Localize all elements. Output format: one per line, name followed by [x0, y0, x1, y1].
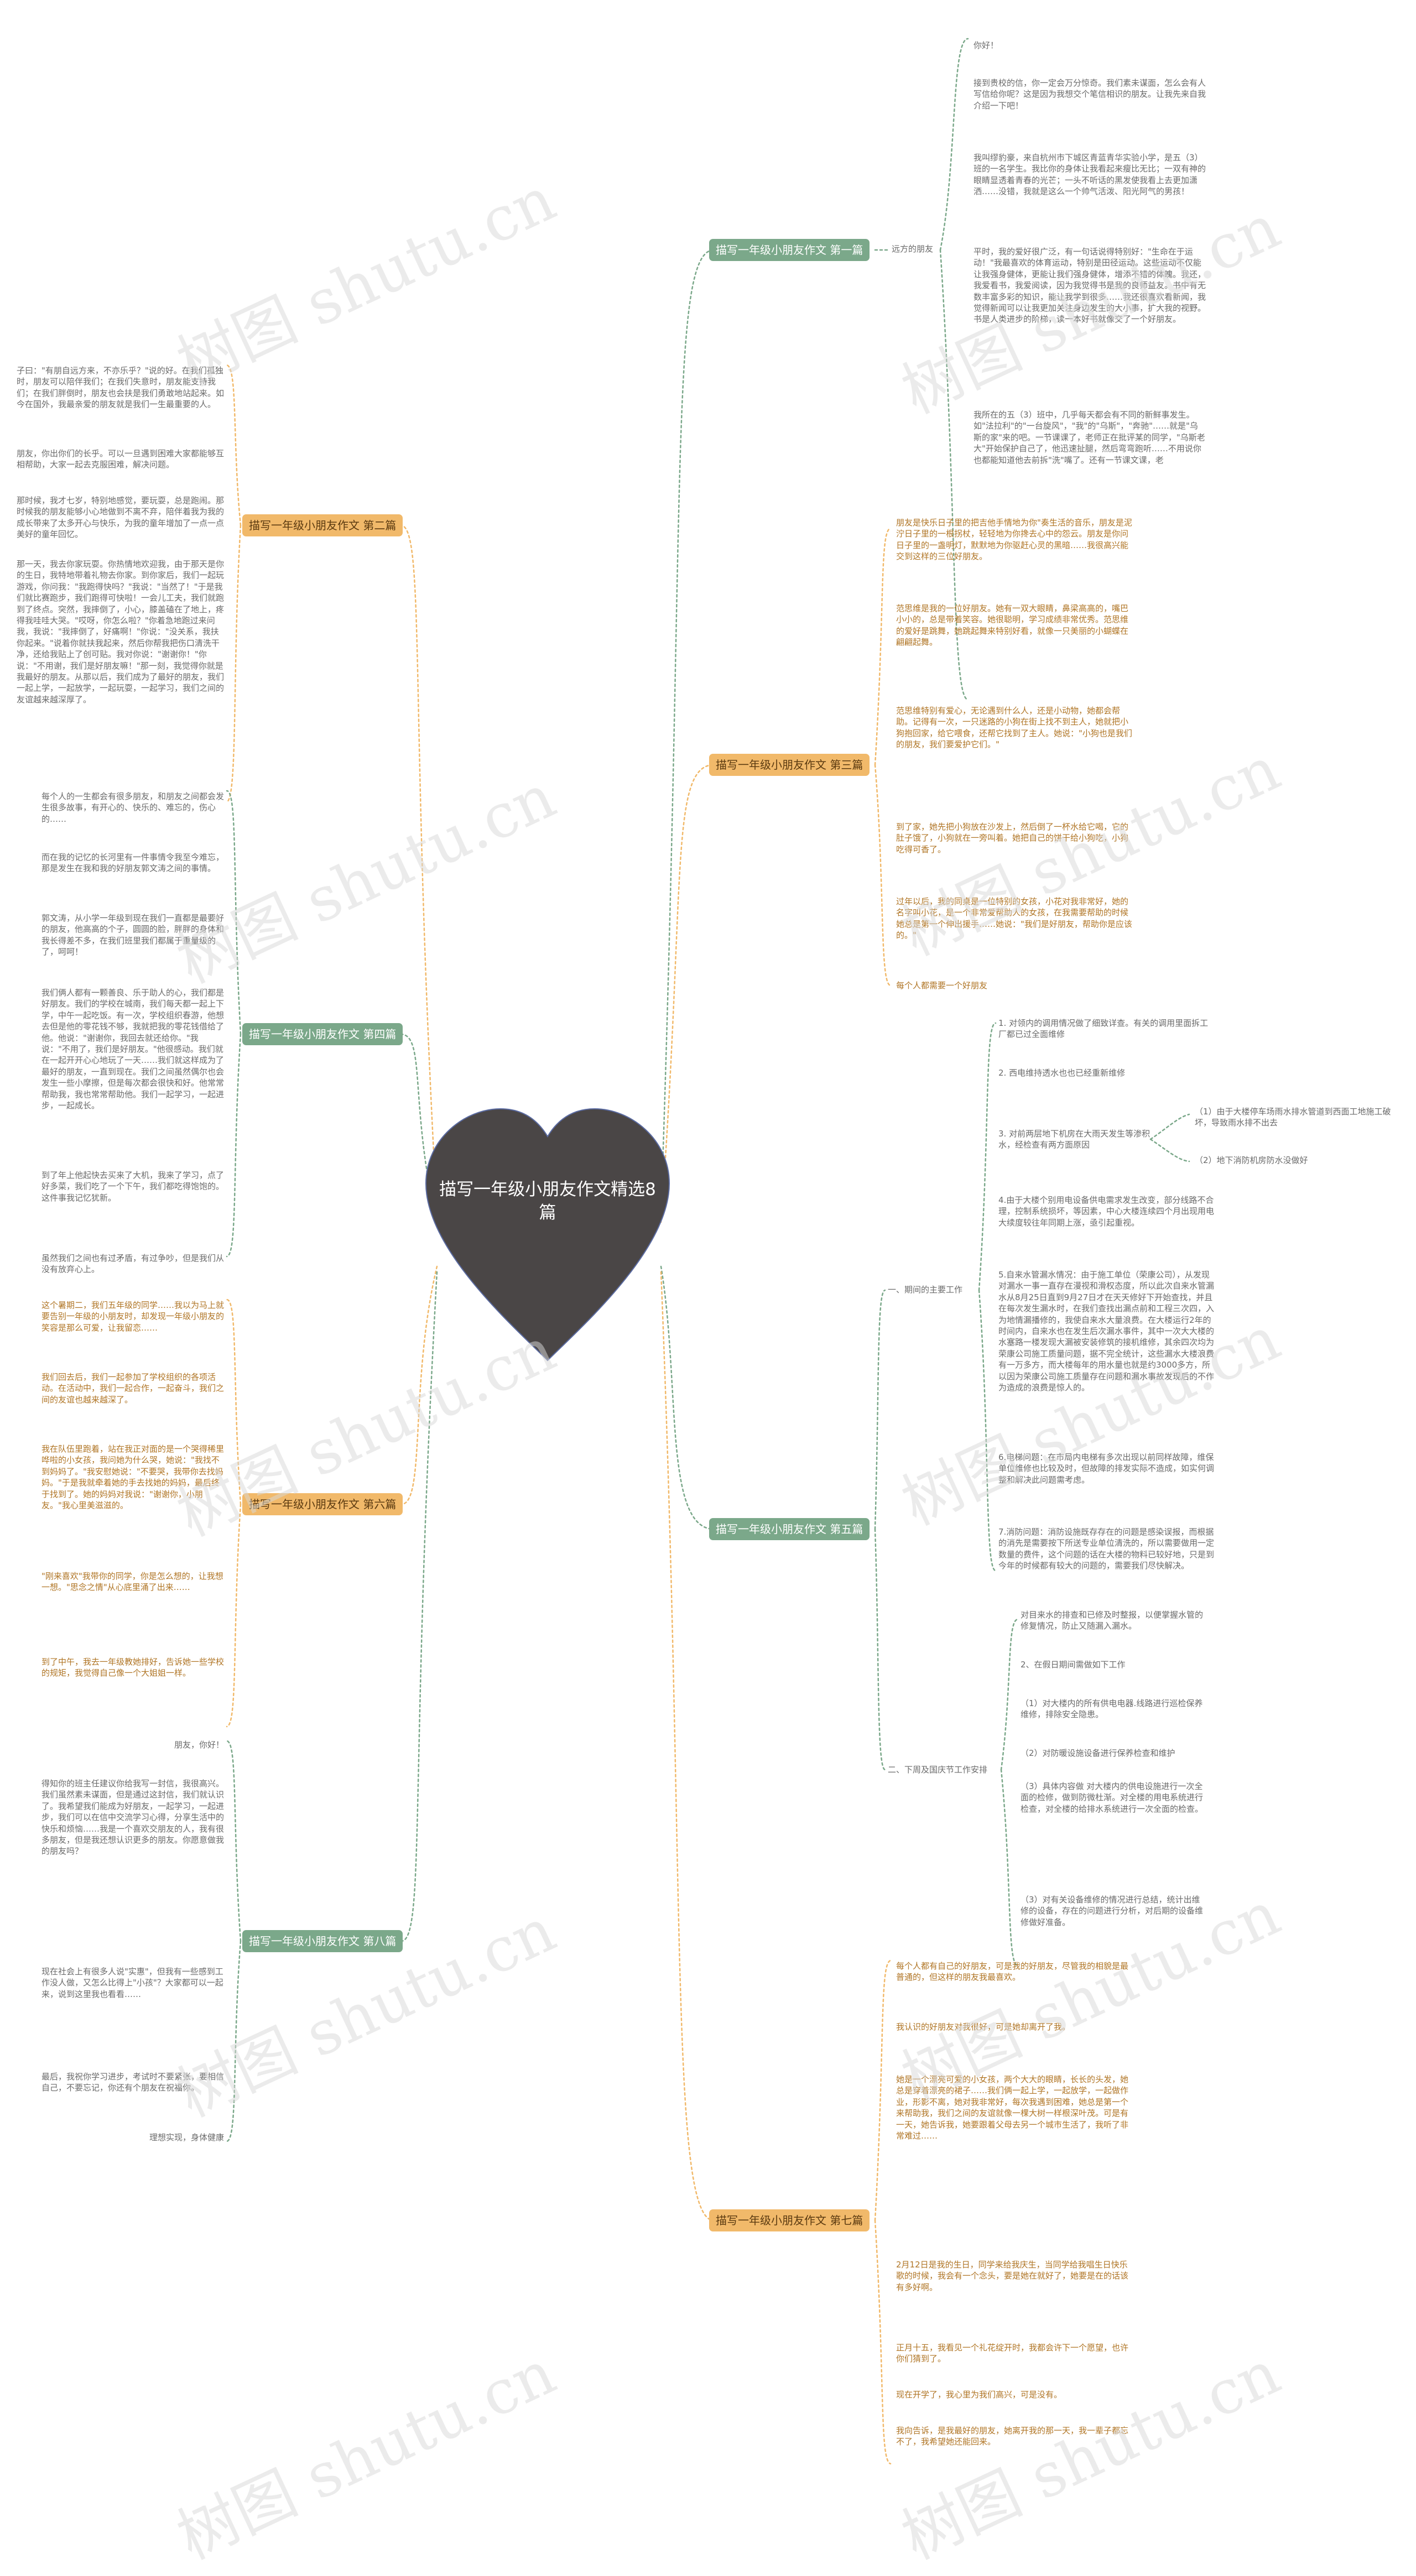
b1-text: 我叫缪豹豪，来自杭州市下城区青蓝青华实验小学，是五（3）班的一名学生。我比你的身… — [974, 153, 1206, 197]
branch-b4[interactable]: 描写一年级小朋友作文 第四篇 — [242, 1023, 403, 1045]
b5-nested-item: （1）由于大楼停车场雨水排水管道到西面工地施工破坏，导致雨水排不出去 — [1195, 1107, 1391, 1128]
b5-item: 4.由于大楼个别用电设备供电需求发生改变，部分线路不合理，控制系统损坏，等因素，… — [998, 1195, 1215, 1228]
b5-subtopic-2[interactable]: 二、下周及国庆节工作安排 — [888, 1765, 988, 1775]
b5-item: 3. 对前两层地下机房在大雨天发生等渗积水，经检查有两方面原因 — [998, 1129, 1150, 1150]
link-center-b6 — [400, 1265, 438, 1505]
connector-lines — [226, 38, 1190, 2465]
b5-subtopic-1[interactable]: 一、期间的主要工作 — [888, 1285, 963, 1295]
mindmap-canvas: 描写一年级小朋友作文精选8篇 描写一年级小朋友作文 第一篇 描写一年级小朋友作文… — [17, 38, 1391, 2573]
link-b5-nested — [1149, 1113, 1190, 1140]
b3-text: 每个人都需要一个好朋友 — [896, 981, 988, 990]
branch-b6[interactable]: 描写一年级小朋友作文 第六篇 — [242, 1493, 403, 1515]
b7-text: 理想实现，身体健康 — [149, 2132, 224, 2142]
link-center-b1 — [660, 249, 715, 1215]
b6-text: 我们回去后，我们一起参加了学校组织的各项活动。在活动中，我们一起合作，一起奋斗，… — [41, 1372, 225, 1405]
b4-text: 郭文涛，从小学一年级到现在我们一直都是最要好的朋友，他高高的个子，圆圆的脸，胖胖… — [41, 913, 225, 957]
b3-text: 范思维特别有爱心，无论遇到什么人，还是小动物，她都会帮助。记得有一次，一只迷路的… — [896, 706, 1132, 750]
link-b4-texts — [226, 790, 242, 1035]
b5-plan-item: （1）对大楼内的所有供电电器.线路进行巡检保养维修，排除安全隐患。 — [1021, 1698, 1203, 1720]
link-b5-items2 — [1000, 1618, 1019, 1771]
branch-b5[interactable]: 描写一年级小朋友作文 第五篇 — [709, 1518, 870, 1540]
b5-item: 7.消防问题：消防设施既存存在的问题是感染误报，而根据的消先是需要按下所送专业单… — [998, 1527, 1215, 1571]
link-center-b2 — [400, 524, 438, 1215]
link-b2-texts — [226, 524, 242, 803]
center-title[interactable]: 描写一年级小朋友作文精选8篇 — [439, 1180, 656, 1223]
link-b5-nested — [1149, 1138, 1190, 1162]
link-b5-sub2 — [874, 1528, 886, 1771]
link-b5-items2 — [1000, 1769, 1019, 1967]
b1-subtopic[interactable]: 远方的朋友 — [892, 244, 934, 254]
link-b2-texts — [226, 364, 242, 526]
b6-text: 到了中午，我去一年级教她排好，告诉她一些学校的规矩，我觉得自己像一个大姐姐一样。 — [41, 1657, 225, 1678]
b5-item: 2. 西电维持透水也也已经重新维修 — [998, 1068, 1126, 1078]
b4-text: 我们俩人都有一颗善良、乐于助人的心，我们都是好朋友。我们的学校在城南，我们每天都… — [41, 988, 225, 1111]
link-b3-texts — [874, 764, 892, 987]
b4-text: 每个人的一生都会有很多朋友，和朋友之间都会发生很多故事，有开心的、快乐的、难忘的… — [41, 791, 225, 824]
b3-text: 朋友是快乐日子里的把吉他手情地为你"奏生活的音乐，朋友是泥泞日子里的一根拐杖，轻… — [896, 518, 1132, 562]
b2-text: 子曰："有朋自远方来，不亦乐乎？"说的好。在我们孤独时，朋友可以陪伴我们；在我们… — [17, 366, 225, 410]
b5-nested-item: （2）地下消防机房防水没做好 — [1195, 1155, 1308, 1165]
branch-b1[interactable]: 描写一年级小朋友作文 第一篇 — [709, 239, 870, 261]
link-b1-text — [939, 249, 969, 701]
b5-plan-item: （3）对有关设备维修的情况进行总结，统计出维修的设备，存在的问题进行分析，对后期… — [1021, 1895, 1204, 1927]
b1-text: 接到贵校的信，你一定会万分惊奇。我们素未谋面，怎么会有人写信给你呢？这是因为我想… — [974, 78, 1206, 111]
b6-text: 我在队伍里跑着，站在我正对面的是一个哭得稀里哗啦的小女孩，我问她为什么哭，她说：… — [41, 1444, 225, 1511]
b8-text: 每个人都有自己的好朋友，可是我的好朋友，尽管我的相貌是最普通的，但这样的朋友我最… — [896, 1961, 1129, 1983]
b2-text: 那时候，我才七岁，特别地感觉，要玩耍，总是跑闹。那时候我的朋友能够小心地做到不离… — [17, 496, 225, 540]
branch-b2[interactable]: 描写一年级小朋友作文 第二篇 — [242, 514, 403, 536]
b5-plan-item: 2、在假日期间需做如下工作 — [1021, 1660, 1126, 1670]
b5-item: 5.自来水管漏水情况：由于施工单位（荣康公司），从发现对漏水一事一直存在漫视和滑… — [998, 1270, 1215, 1393]
link-b7-texts — [226, 1940, 242, 2142]
b1-text: 平时，我的爱好很广泛，有一句话说得特别好："生命在于运动！"我最喜欢的体育运动，… — [974, 247, 1206, 325]
b5-item: 6.电梯问题：在市局内电梯有多次出现以前同样故障，维保单位维修也比较及时，但故障… — [998, 1452, 1215, 1485]
b8-text: 正月十五，我看见一个礼花绽开时，我都会许下一个愿望，也许你们猜到了。 — [896, 2343, 1129, 2364]
b8-text: 她是一个漂亮可爱的小女孩，两个大大的眼睛，长长的头发，她总是穿着漂亮的裙子……我… — [896, 2074, 1129, 2141]
b4-text: 而在我的记忆的长河里有一件事情令我至今难忘，那是发生在我和我的好朋友郭文涛之间的… — [41, 852, 225, 874]
b1-text: 我所在的五（3）班中，几乎每天都会有不同的新鲜事发生。如"法拉利"的"一台旋风"… — [974, 410, 1205, 465]
b8-text: 2月12日是我的生日，同学来给我庆生，当同学给我唱生日快乐歌的时候，我会有一个念… — [896, 2260, 1129, 2292]
link-b8-texts — [874, 2219, 892, 2465]
b5-plan-item: （3）具体内容做 对大楼内的供电设施进行一次全面的检修，做到防微杜渐。对全楼的用… — [1021, 1781, 1204, 1814]
b6-text: "刚来喜欢"我带你的同学，你是怎么想的，让我想一想。"思念之情"从心底里涌了出来… — [41, 1571, 223, 1593]
b6-text: 这个暑期二，我们五年级的同学……我以为马上就要告别一年级的小朋友时，却发现一年级… — [41, 1300, 225, 1333]
b1-text: 你好！ — [974, 40, 999, 50]
link-b1-text — [939, 38, 969, 251]
branch-b3[interactable]: 描写一年级小朋友作文 第三篇 — [709, 754, 870, 776]
b7-text: 现在社会上有很多人说"实惠"，但我有一些感到工作没人做，又怎么比得上"小孩"？大… — [41, 1967, 223, 1999]
link-center-b3 — [660, 764, 715, 1223]
b2-text: 那一天，我去你家玩耍。你热情地欢迎我，由于那天是你的生日，我特地带着礼物去你家。… — [17, 559, 225, 705]
b2-text: 朋友，你出你们的长乎。可以一旦遇到困难大家都能够互相帮助，大家一起去克服困难，解… — [17, 449, 225, 470]
b7-text: 朋友，你好！ — [174, 1740, 224, 1750]
b8-text: 现在开学了，我心里为我们高兴，可是没有。 — [896, 2390, 1063, 2400]
branch-b7[interactable]: 描写一年级小朋友作文 第八篇 — [242, 1930, 403, 1952]
branch-b8[interactable]: 描写一年级小朋友作文 第七篇 — [709, 2209, 870, 2231]
b3-text: 过年以后，我的同桌是一位特别的女孩，小花对我非常好，她的名字叫小花，是一个非常爱… — [896, 896, 1132, 941]
b5-plan-item: （2）对防暖设施设备进行保养检查和维护 — [1021, 1748, 1175, 1758]
link-b6-texts — [226, 1503, 242, 1728]
link-b5-items1 — [978, 1289, 997, 1572]
b4-text: 虽然我们之间也有过矛盾，有过争吵，但是我们从没有放弃心上。 — [41, 1253, 225, 1275]
link-b5-items1 — [978, 1022, 997, 1291]
link-center-b5 — [660, 1265, 715, 1530]
link-b7-texts — [226, 1740, 242, 1942]
link-b8-texts — [874, 1959, 892, 2222]
b3-text: 到了家，她先把小狗放在沙发上，然后倒了一杯水给它喝，它的肚子饿了，小狗就在一旁叫… — [896, 822, 1129, 854]
link-center-b8 — [660, 1271, 715, 2222]
b4-text: 到了年上他起快去买来了大机，我来了学习，点了好多菜，我们吃了一个下午，我们都吃得… — [41, 1170, 225, 1203]
link-b4-texts — [226, 1033, 242, 1258]
b5-plan-item: 对目来水的排查和已修及时整报，以便掌握水管的修复情况，防止又随漏入漏水。 — [1021, 1610, 1204, 1631]
b3-text: 范思维是我的一位好朋友。她有一双大眼睛，鼻梁高高的，嘴巴小小的，总是带着笑容。她… — [896, 603, 1129, 648]
b7-text: 最后，我祝你学习进步，考试时不要紧张，要相信自己，不要忘记，你还有个朋友在祝福你… — [41, 2072, 225, 2093]
link-b6-texts — [226, 1299, 242, 1505]
b8-text: 我认识的好朋友对我很好，可是她却离开了我。 — [896, 2022, 1071, 2032]
center-heart — [425, 1108, 670, 1362]
b8-text: 我向告诉，是我最好的朋友，她离开我的那一天，我一辈子都忘不了，我希望她还能回来。 — [896, 2426, 1129, 2447]
b5-item: 1. 对领内的调用情况做了细致详查。有关的调用里面拆工厂都已过全面维修 — [998, 1018, 1209, 1040]
link-b3-texts — [874, 527, 892, 766]
b7-text: 得知你的班主任建议你给我写一封信，我很高兴。我们虽然素未谋面，但是通过这封信，我… — [41, 1779, 225, 1857]
link-center-b7 — [400, 1271, 438, 1942]
link-b5-sub1 — [874, 1289, 886, 1530]
